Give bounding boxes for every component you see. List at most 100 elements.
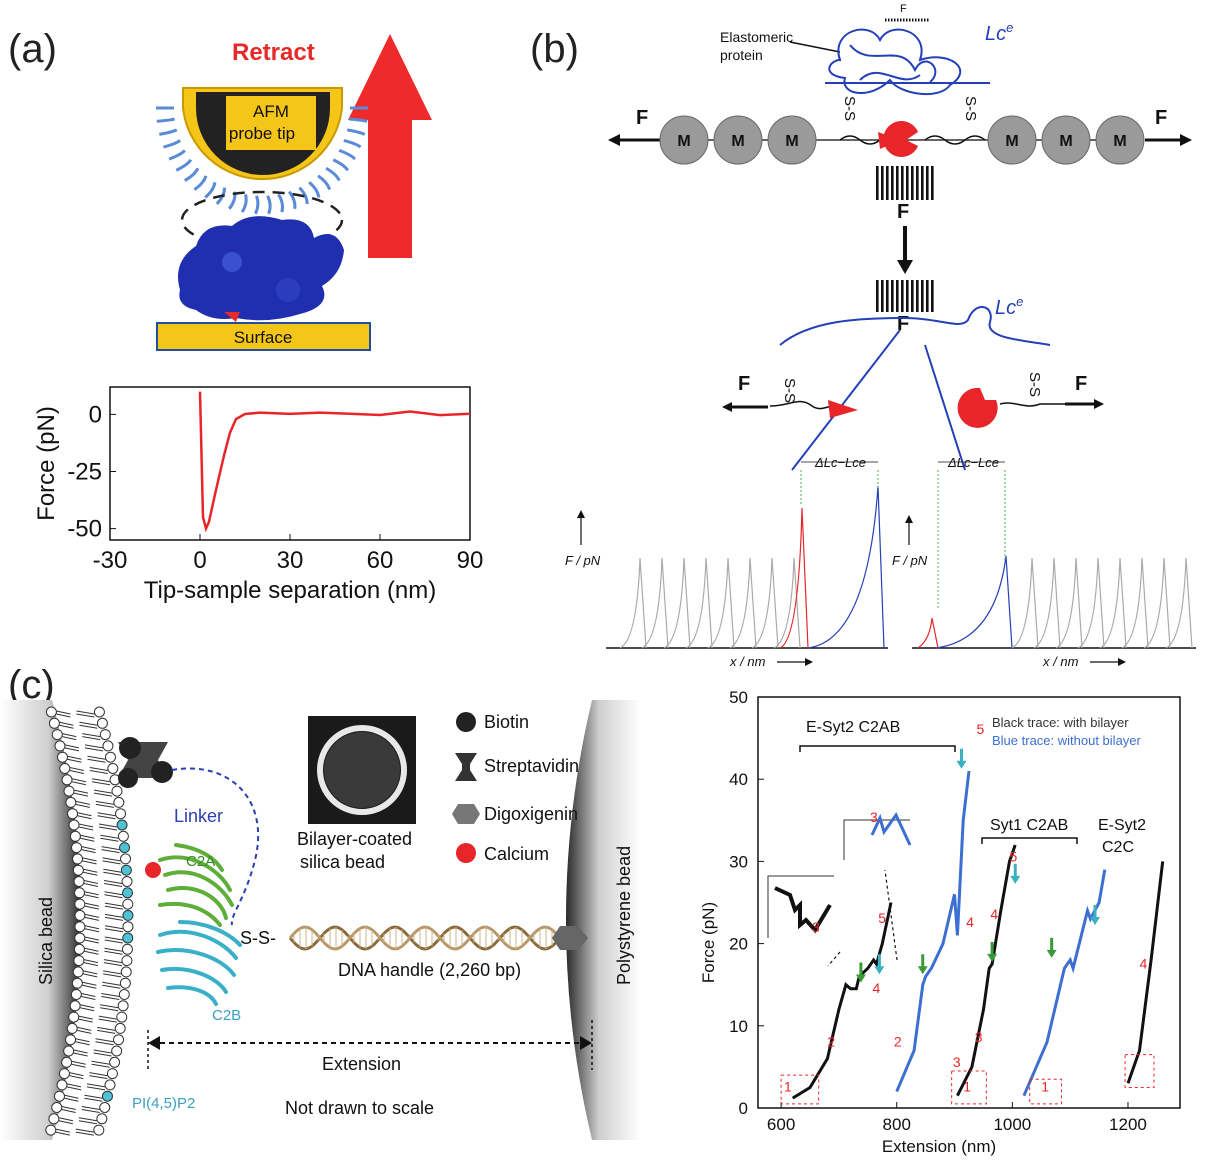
legend-streptavidin: Streptavidin (484, 756, 579, 776)
esyt2-c2ab-bracket (799, 745, 956, 752)
chart-d-state-arrowhead (917, 966, 928, 975)
elastomeric-pointer (789, 41, 841, 53)
force-label-left: F (636, 107, 648, 129)
chart-d-highlight-box (1029, 1078, 1062, 1105)
chart-d-inset-pointer-1 (827, 951, 841, 967)
bead-m (1041, 115, 1091, 165)
surface-bar (156, 322, 371, 351)
retract-label: Retract (232, 39, 315, 66)
sawtooth-peak (935, 555, 1013, 649)
sawtooth-peak (641, 557, 669, 649)
wavy-link-right (924, 135, 986, 145)
bead-m (767, 115, 817, 165)
digoxigenin-end-icon (552, 926, 588, 950)
chart-d-ytick-label: 40 (729, 770, 748, 789)
chart-d-frame (757, 696, 1181, 1109)
chart-d-state-arrowhead (874, 966, 885, 975)
chart-d-step-label: 3 (953, 1054, 961, 1070)
force-label-right: F (1155, 107, 1167, 129)
bead-m-label: M (1005, 133, 1018, 150)
xnm-right-label: x / nm (1042, 654, 1079, 669)
chart-d-step-label: 1 (784, 1079, 792, 1095)
sawtooth-peak (663, 557, 691, 649)
elastomeric-label-1: Elastomeric (720, 29, 793, 45)
chart-d-step-label: 4 (990, 906, 998, 922)
silica-bead (0, 700, 81, 1140)
red-pacman-icon (883, 121, 918, 157)
streptavidin-complex-icon (118, 737, 173, 788)
chart-a-ytick-label: -25 (67, 458, 102, 485)
chart-d-step-label: 5 (878, 910, 886, 926)
sawtooth-peak (1121, 557, 1149, 649)
dna-label: DNA handle (2,260 bp) (338, 960, 521, 980)
chart-d-xtick-label: 800 (883, 1115, 911, 1134)
chart-d-series-line (895, 770, 971, 1093)
sawtooth-peak (1143, 557, 1171, 649)
sawtooth-peak (1055, 557, 1083, 649)
legend-streptavidin-icon (455, 753, 477, 781)
sawtooth-peak (1033, 557, 1061, 649)
chart-d-inset-1-frame (767, 875, 834, 938)
fpn-left-label: F / pN (565, 553, 601, 568)
sawtooth-peak (1165, 557, 1193, 649)
chart-d-xtick-label: 1200 (1109, 1115, 1147, 1134)
bead-m-label: M (731, 133, 744, 150)
elastomeric-protein-icon (825, 28, 990, 96)
bead-m-label: M (677, 133, 690, 150)
chart-d-xtick-label: 600 (767, 1115, 795, 1134)
ss-bond-label: S-S (962, 96, 979, 121)
right-tether (999, 402, 1065, 407)
force-left-arrowhead (722, 402, 732, 412)
chart-d-ylabel: Force (pN) (699, 902, 718, 983)
chart-d-ytick-label: 10 (729, 1017, 748, 1036)
chart-d-step-label: 1 (963, 1079, 971, 1095)
chart-d-step-label: 1 (1041, 1079, 1049, 1095)
chart-d-series-line (791, 902, 893, 1100)
protein-icon (178, 216, 344, 322)
chart-a-series-line (198, 391, 471, 533)
chart-a-xtick-label: 0 (193, 547, 206, 574)
chart-a-ytick-label: -50 (67, 516, 102, 543)
chart-d-inset-2-frame (843, 819, 910, 860)
barcode-icon-1 (876, 166, 934, 200)
unfolded-protein-icon (779, 306, 1051, 471)
sawtooth-peak (1099, 557, 1127, 649)
chart-d-state-arrowhead (987, 953, 998, 962)
bead-m (659, 115, 709, 165)
sawtooth-peak (1011, 557, 1039, 649)
chart-a-ytick-label: 0 (89, 401, 102, 428)
bead-m (713, 115, 763, 165)
chart-d-inset-1-trace (774, 886, 832, 934)
c2a-domain-icon (158, 843, 234, 927)
ss-bond-label: S-S (841, 96, 858, 121)
chart-d-ytick-label: 0 (739, 1099, 748, 1118)
chart-d-ytick-label: 50 (729, 688, 748, 707)
calcium-ion (145, 862, 161, 878)
esyt2-c2ab-label: E-Syt2 C2AB (806, 719, 900, 736)
lipid-bilayer (45, 706, 134, 1136)
chart-d-step-label: 4 (1140, 955, 1148, 971)
bilayer-bead-label-2: silica bead (300, 852, 385, 872)
chart-d-step-label: 5 (1009, 848, 1017, 864)
chart-d-inset-1-label: 3 (812, 919, 820, 935)
chart-a-xtick-label: 90 (457, 547, 484, 574)
chart-a-xtick-label: -30 (93, 547, 128, 574)
chart-d-ytick-label: 30 (729, 852, 748, 871)
chart-d-highlight-box (780, 1074, 820, 1105)
legend-biotin-icon (456, 712, 476, 732)
c2a-label: C2A (186, 853, 215, 870)
sawtooth-peak (685, 557, 713, 649)
c2b-label: C2B (212, 1007, 241, 1024)
panel-b-label: (b) (530, 27, 579, 71)
lce-mid-label: Lce (995, 294, 1023, 319)
fpn-right-label: F / pN (892, 553, 928, 568)
delta-label-right: ΔLc−Lce (947, 455, 999, 470)
legend-biotin: Biotin (484, 712, 529, 732)
chart-d-ytick-label: 20 (729, 935, 748, 954)
red-triangle-icon (828, 400, 858, 418)
dna-strand-2 (288, 925, 558, 951)
delta-label-left: ΔLc−Lce (814, 455, 866, 470)
chart-d-state-arrowhead (1010, 875, 1021, 884)
ss-left-label: S-S (781, 378, 798, 403)
